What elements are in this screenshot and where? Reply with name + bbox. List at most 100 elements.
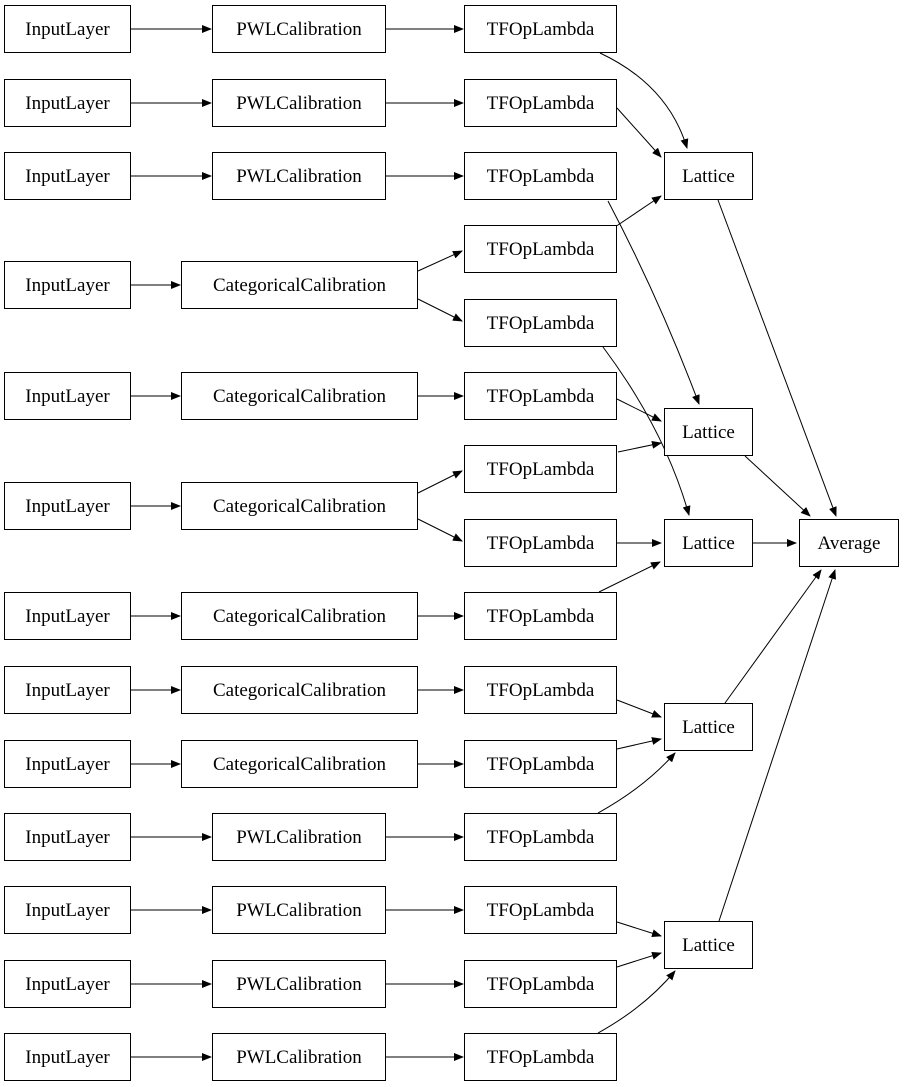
node-input-13: InputLayer [4,1033,131,1081]
edge-lambda-11-to-lattice-4 [616,737,662,750]
node-label: InputLayer [25,274,110,296]
node-calib-11: PWLCalibration [212,886,386,934]
node-label: Average [817,532,881,554]
node-calib-2: PWLCalibration [212,79,386,127]
edge-lambda-5-to-lattice-3 [602,346,691,516]
node-calib-13: PWLCalibration [212,1033,386,1081]
node-label: InputLayer [25,679,110,701]
node-label: InputLayer [25,605,110,627]
node-lattice-1: Lattice [664,152,753,200]
node-label: Lattice [682,532,735,554]
edge-lambda-7-to-lattice-2 [617,440,662,453]
node-label: TFOpLambda [486,753,595,775]
node-input-3: InputLayer [4,152,131,200]
node-input-4: InputLayer [4,261,131,309]
node-label: PWLCalibration [236,973,362,995]
edge-lambda-10-to-lattice-4 [616,699,662,718]
node-input-2: InputLayer [4,79,131,127]
node-lambda-15: TFOpLambda [464,1033,617,1081]
edge-calib-4-to-lambda-5 [417,298,463,322]
node-label: TFOpLambda [486,973,595,995]
node-label: TFOpLambda [486,826,595,848]
node-label: TFOpLambda [486,458,595,480]
edge-lattice-2-to-average [744,455,811,517]
node-lattice-5: Lattice [664,921,753,969]
node-calib-3: PWLCalibration [212,152,386,200]
node-label: InputLayer [25,165,110,187]
edge-lambda-4-to-lattice-1 [614,195,662,228]
node-calib-12: PWLCalibration [212,960,386,1008]
node-label: TFOpLambda [486,312,595,334]
node-lambda-1: TFOpLambda [464,5,617,53]
node-input-1: InputLayer [4,5,131,53]
node-lambda-8: TFOpLambda [464,519,617,567]
node-lambda-6: TFOpLambda [464,372,617,420]
node-calib-1: PWLCalibration [212,5,386,53]
node-label: CategoricalCalibration [212,495,387,517]
node-label: InputLayer [25,1046,110,1068]
node-label: TFOpLambda [486,679,595,701]
edge-lambda-9-to-lattice-3 [598,561,661,593]
node-calib-10: PWLCalibration [212,813,386,861]
node-lambda-3: TFOpLambda [464,152,617,200]
node-lambda-7: TFOpLambda [464,445,617,493]
node-label: TFOpLambda [486,385,595,407]
node-label: TFOpLambda [486,1046,595,1068]
node-label: PWLCalibration [236,18,362,40]
node-label: Lattice [682,421,735,443]
node-calib-7: CategoricalCalibration [181,592,418,640]
node-lambda-12: TFOpLambda [464,813,617,861]
node-label: TFOpLambda [486,605,595,627]
node-input-10: InputLayer [4,813,131,861]
node-label: CategoricalCalibration [212,605,387,627]
node-calib-9: CategoricalCalibration [181,740,418,788]
node-label: Lattice [682,934,735,956]
edge-lambda-6-to-lattice-2 [616,398,662,422]
node-label: InputLayer [25,973,110,995]
node-lambda-4: TFOpLambda [464,225,617,273]
node-lambda-2: TFOpLambda [464,79,617,127]
node-label: InputLayer [25,92,110,114]
edge-lambda-13-to-lattice-5 [616,921,662,938]
node-lattice-4: Lattice [664,703,753,751]
node-label: InputLayer [25,826,110,848]
node-lambda-9: TFOpLambda [464,592,617,640]
node-label: InputLayer [25,495,110,517]
edge-lambda-2-to-lattice-1 [616,107,662,158]
node-input-12: InputLayer [4,960,131,1008]
node-label: PWLCalibration [236,1046,362,1068]
edge-lambda-12-to-lattice-4 [597,752,676,814]
node-label: TFOpLambda [486,165,595,187]
node-label: TFOpLambda [486,18,595,40]
node-input-6: InputLayer [4,482,131,530]
node-label: InputLayer [25,385,110,407]
node-lambda-10: TFOpLambda [464,666,617,714]
node-input-11: InputLayer [4,886,131,934]
node-lambda-13: TFOpLambda [464,886,617,934]
node-label: CategoricalCalibration [212,385,387,407]
node-lambda-5: TFOpLambda [464,299,617,347]
node-label: TFOpLambda [486,899,595,921]
node-lattice-3: Lattice [664,519,753,567]
edge-calib-4-to-lambda-4 [417,250,463,272]
node-label: CategoricalCalibration [212,274,387,296]
node-calib-5: CategoricalCalibration [181,372,418,420]
node-label: PWLCalibration [236,899,362,921]
node-label: Lattice [682,716,735,738]
edge-calib-6-to-lambda-7 [417,470,463,494]
edge-calib-6-to-lambda-8 [417,518,463,542]
node-label: Lattice [682,165,735,187]
node-lambda-14: TFOpLambda [464,960,617,1008]
edge-lambda-3-to-lattice-2 [607,200,700,405]
node-average: Average [799,519,899,567]
node-calib-6: CategoricalCalibration [181,482,418,530]
node-label: TFOpLambda [486,92,595,114]
node-calib-4: CategoricalCalibration [181,261,418,309]
node-calib-8: CategoricalCalibration [181,666,418,714]
node-label: TFOpLambda [486,238,595,260]
node-label: InputLayer [25,899,110,921]
edge-lattice-5-to-average [718,569,836,922]
edge-lattice-1-to-average [717,199,837,517]
